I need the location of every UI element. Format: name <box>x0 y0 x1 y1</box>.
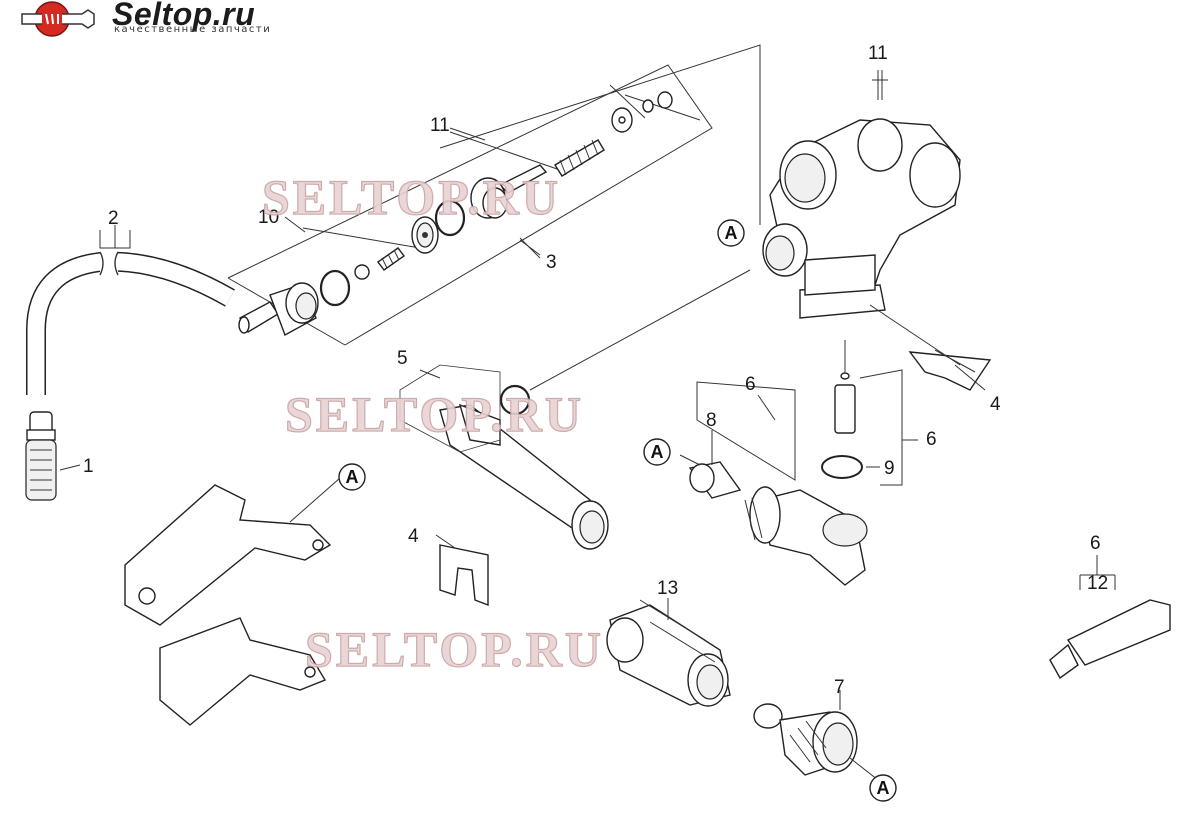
callout-a-1[interactable]: A <box>717 219 745 247</box>
part-labels: 1 2 3 4 4 5 6 6 6 7 8 9 10 11 11 12 13 <box>83 43 1108 698</box>
inlet-fitting <box>238 282 319 337</box>
o-ring <box>434 199 466 237</box>
part-label-8: 8 <box>706 410 717 431</box>
part-label-2: 2 <box>108 208 119 229</box>
part-label-6-grease: 6 <box>1090 533 1101 554</box>
part-label-12: 12 <box>1087 573 1108 594</box>
callout-a-2[interactable]: A <box>338 463 366 491</box>
part-label-6-elbow: 6 <box>745 374 756 395</box>
clip-middle <box>439 544 489 607</box>
part-label-3: 3 <box>546 252 557 273</box>
valve-piston <box>470 164 548 219</box>
hose-adapter <box>753 703 858 776</box>
seltop-logo[interactable]: Seltop.ru качественные запчасти <box>18 0 318 40</box>
part-label-11-head: 11 <box>868 43 888 64</box>
part-label-13: 13 <box>657 578 678 599</box>
callout-a-4[interactable]: A <box>869 774 897 802</box>
ball <box>354 264 370 280</box>
part-label-4-middle: 4 <box>408 526 419 547</box>
part-label-6-valve: 6 <box>926 429 937 450</box>
spring-large <box>554 139 605 177</box>
logo-subtitle: качественные запчасти <box>114 24 272 35</box>
wrench-emblem-icon <box>21 1 95 37</box>
svg-text:A: A <box>346 467 359 487</box>
part-label-11-kit: 11 <box>430 115 450 136</box>
logo-title: Seltop.ru <box>112 0 256 32</box>
elbow-fitting <box>688 381 868 586</box>
spring-small <box>377 247 405 271</box>
clip-right <box>908 349 992 391</box>
grease-tube <box>1049 555 1171 680</box>
part-label-7: 7 <box>834 677 845 698</box>
part-label-4-right: 4 <box>990 394 1001 415</box>
svg-text:A: A <box>651 442 664 462</box>
pump-head <box>762 70 961 319</box>
watermark-middle: SELTOP.RU <box>284 385 584 442</box>
part-label-1: 1 <box>83 456 94 477</box>
outlet-tube <box>399 364 609 550</box>
valve-disc <box>411 216 439 254</box>
check-valve <box>821 340 903 486</box>
mounting-bracket <box>124 484 332 726</box>
part-label-9: 9 <box>884 458 895 479</box>
hose <box>26 250 235 395</box>
part-label-5: 5 <box>397 348 408 369</box>
kit-small-parts <box>319 91 673 307</box>
quick-coupling <box>606 599 731 707</box>
part-label-10: 10 <box>258 207 279 228</box>
leader-lines <box>59 127 986 781</box>
o-ring-2 <box>319 269 351 307</box>
svg-text:A: A <box>877 778 890 798</box>
watermark-bottom: SELTOP.RU <box>304 620 604 677</box>
svg-text:A: A <box>725 223 738 243</box>
inlet-filter <box>25 411 57 501</box>
callout-a-3[interactable]: A <box>643 438 671 466</box>
watermark-top: SELTOP.RU <box>261 168 561 225</box>
